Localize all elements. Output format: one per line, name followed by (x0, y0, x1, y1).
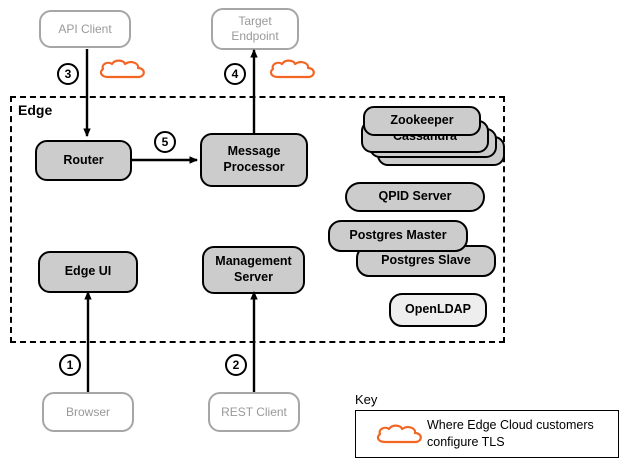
node-api-client-label: API Client (58, 21, 112, 36)
node-openldap-label: OpenLDAP (405, 302, 471, 317)
edge-region-boundary (10, 96, 505, 343)
node-target-endpoint-label-line1: Target (238, 14, 272, 28)
step-badge-3[interactable]: 3 (57, 63, 79, 85)
node-postgres-master[interactable]: Postgres Master (328, 220, 468, 252)
cloud-icon-step-3 (99, 59, 145, 79)
node-postgres-slave-label: Postgres Slave (381, 253, 471, 268)
node-management-server[interactable]: Management Server (202, 246, 305, 294)
node-management-server-label-line1: Management (215, 254, 292, 269)
node-rest-client-label: REST Client (221, 404, 287, 419)
step-badge-2[interactable]: 2 (225, 354, 247, 376)
stack-postgres: Postgres Slave Postgres Master (328, 220, 498, 282)
node-api-client[interactable]: API Client (39, 10, 131, 48)
step-badge-4[interactable]: 4 (224, 63, 246, 85)
node-message-processor-label-line1: Message (227, 144, 281, 159)
node-openldap[interactable]: OpenLDAP (389, 293, 487, 327)
node-qpid-server[interactable]: QPID Server (345, 182, 485, 212)
cloud-icon-key (376, 424, 422, 444)
key-entry-text: Where Edge Cloud customers configure TLS (427, 418, 594, 449)
node-edge-ui[interactable]: Edge UI (38, 251, 138, 293)
step-badge-4-number: 4 (231, 67, 239, 81)
node-zookeeper-label: Zookeeper (390, 113, 454, 128)
step-badge-5[interactable]: 5 (154, 131, 176, 153)
node-postgres-master-label: Postgres Master (349, 228, 447, 243)
edge-region-label: Edge (18, 102, 53, 118)
node-router[interactable]: Router (35, 140, 132, 181)
node-target-endpoint-label-line2: Endpoint (231, 29, 279, 43)
node-message-processor-label-line2: Processor (223, 160, 285, 174)
step-badge-3-number: 3 (64, 67, 72, 81)
node-message-processor[interactable]: Message Processor (200, 133, 308, 187)
key-title: Key (355, 392, 378, 407)
node-rest-client[interactable]: REST Client (208, 392, 300, 432)
step-badge-1-number: 1 (66, 358, 74, 372)
node-zookeeper[interactable]: Zookeeper (363, 106, 481, 136)
node-management-server-label-line2: Server (234, 270, 273, 284)
node-edge-ui-label: Edge UI (64, 264, 112, 279)
node-browser-label: Browser (65, 404, 110, 419)
node-router-label: Router (63, 152, 104, 167)
step-badge-5-number: 5 (161, 135, 169, 149)
cloud-icon-step-4 (269, 59, 315, 79)
node-browser[interactable]: Browser (42, 392, 134, 432)
node-qpid-server-label: QPID Server (378, 189, 452, 204)
step-badge-2-number: 2 (232, 358, 240, 372)
node-target-endpoint[interactable]: Target Endpoint (211, 8, 299, 50)
stack-zookeeper-cassandra: Cassandra Zookeeper (355, 106, 505, 174)
step-badge-1[interactable]: 1 (59, 354, 81, 376)
